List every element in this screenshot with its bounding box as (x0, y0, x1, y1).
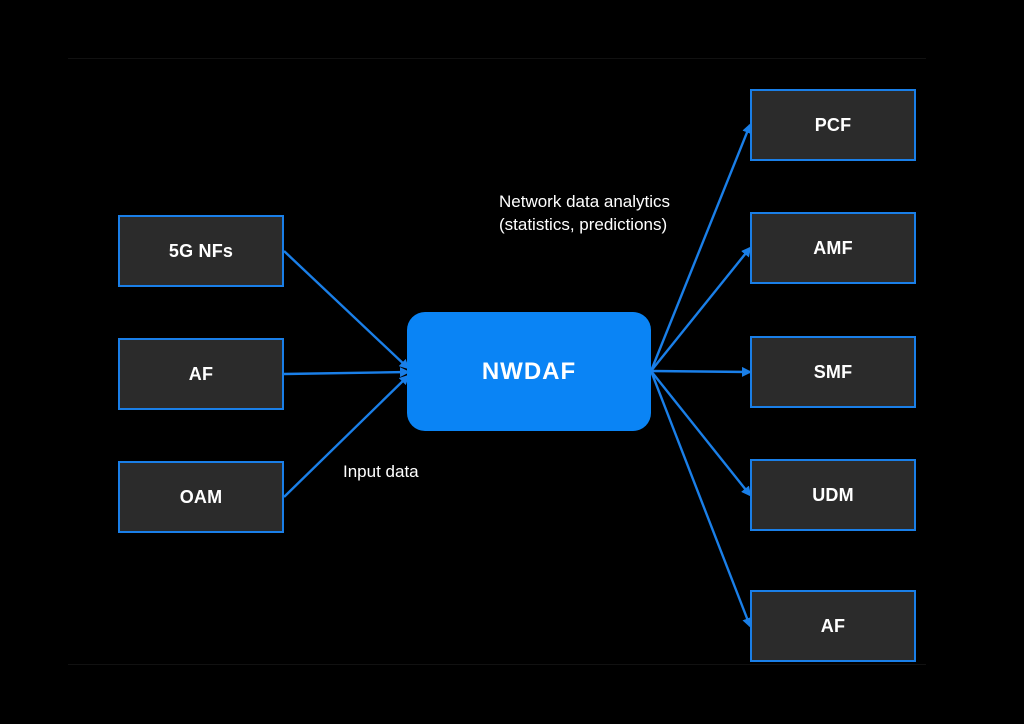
arrow-hub-to-smf (650, 366, 752, 377)
arrow-hub-to-amf (650, 246, 752, 372)
node-smf: SMF (750, 336, 916, 408)
node-af-input: AF (118, 338, 284, 410)
node-label: AMF (813, 237, 853, 258)
node-label: PCF (814, 114, 852, 135)
arrow-af-to-hub (283, 367, 410, 378)
hub-label: NWDAF (481, 357, 577, 385)
analytics-caption: Network data analytics (statistics, pred… (499, 190, 670, 236)
frame-top-line (68, 58, 926, 59)
arrow-hub-to-udm (650, 370, 752, 497)
arrow-hub-to-af (649, 370, 752, 628)
node-label: AF (188, 363, 214, 384)
node-oam: OAM (118, 461, 284, 533)
arrow-oam-to-hub (283, 374, 410, 498)
analytics-caption-line2: (statistics, predictions) (499, 215, 668, 234)
hub-nwdaf: NWDAF (407, 312, 651, 431)
arrow-hub-to-pcf (649, 123, 752, 372)
node-af-output: AF (750, 590, 916, 662)
node-label: 5G NFs (168, 240, 234, 261)
node-udm: UDM (750, 459, 916, 531)
input-data-caption: Input data (343, 462, 419, 481)
node-label: UDM (812, 484, 854, 505)
node-label: AF (820, 615, 846, 636)
node-amf: AMF (750, 212, 916, 284)
analytics-caption-line1: Network data analytics (499, 192, 671, 211)
node-label: SMF (813, 361, 853, 382)
arrow-5g-nfs-to-hub (283, 250, 410, 370)
node-5g-nfs: 5G NFs (118, 215, 284, 287)
node-label: OAM (179, 486, 223, 507)
node-pcf: PCF (750, 89, 916, 161)
frame-bottom-line (68, 664, 926, 665)
